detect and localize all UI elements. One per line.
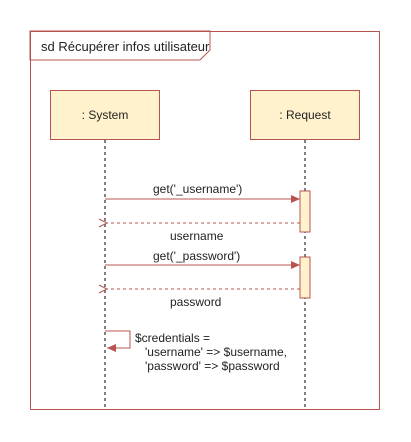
frame-title: sd Récupérer infos utilisateur (41, 39, 210, 54)
self-message-line-2: 'username' => $username, (145, 345, 288, 359)
lifeline-request: : Request (250, 90, 360, 140)
diagram-frame (30, 31, 380, 410)
activation-bar-2 (299, 256, 311, 299)
activation-bar-1 (299, 190, 311, 233)
message-get-password-label: get('_password') (153, 249, 241, 263)
self-message-note: $credentials = 'username' => $username, … (135, 331, 287, 373)
return-username-label: username (170, 229, 224, 243)
self-message-line-3: 'password' => $password (145, 359, 280, 373)
return-password-label: password (170, 295, 222, 309)
self-message-arrow (105, 330, 131, 352)
lifeline-system: : System (50, 90, 160, 140)
self-message-line-1: $credentials = (135, 331, 211, 345)
message-get-username-label: get('_username') (153, 182, 243, 196)
